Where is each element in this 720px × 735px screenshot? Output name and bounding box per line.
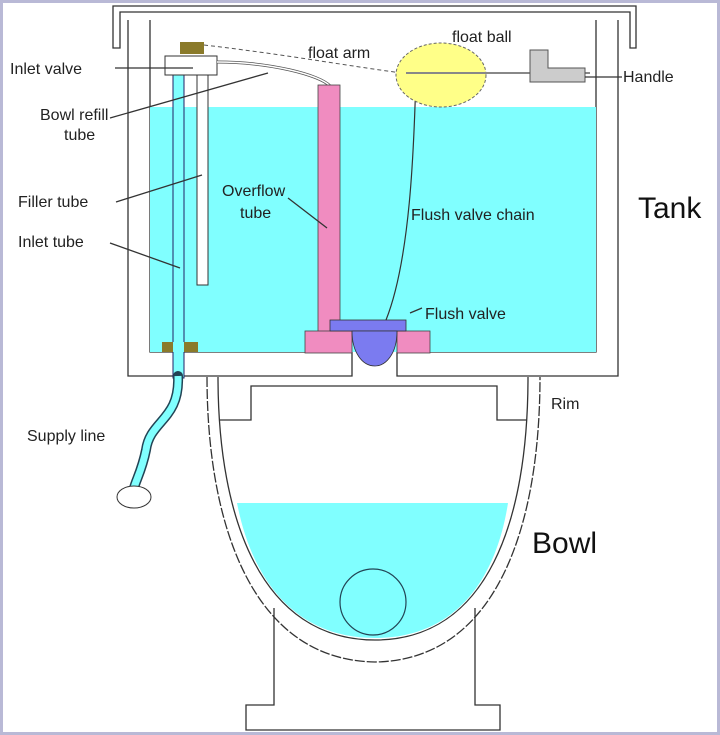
filler-tube: [196, 72, 209, 286]
rim: [220, 385, 527, 421]
overflow-tube: [317, 84, 341, 334]
supply-valve: [116, 485, 152, 509]
label-tank: Tank: [638, 192, 702, 225]
valve-seat-left: [304, 330, 353, 354]
bowl-outer: [206, 376, 541, 663]
label-rim: Rim: [551, 396, 579, 413]
flush-valve-chain: [385, 73, 417, 321]
label-float-arm: float arm: [308, 45, 370, 62]
inlet-valve-cap: [180, 42, 204, 54]
label-supply-line: Supply line: [27, 428, 105, 445]
flush-valve-plug: [351, 330, 398, 367]
label-bowl-refill-tube: Bowl refill: [40, 107, 108, 124]
label-overflow-tube: Overflow: [222, 183, 286, 200]
label-flush-valve-chain: Flush valve chain: [411, 207, 535, 224]
label-float-ball: float ball: [452, 29, 512, 46]
label-bowl: Bowl: [532, 527, 597, 560]
label-handle: Handle: [623, 69, 674, 86]
valve-seat-right: [396, 330, 431, 354]
inlet-tube: [172, 72, 185, 379]
bowl-drain: [339, 568, 407, 636]
bowl-water: [237, 503, 508, 638]
label-inlet-tube: Inlet tube: [18, 234, 84, 251]
flush-valve-flapper: [329, 319, 407, 332]
bowl-inner: [217, 376, 529, 641]
handle: [529, 49, 586, 83]
label-filler-tube: Filler tube: [18, 194, 88, 211]
label-overflow-tube-2: tube: [240, 205, 271, 222]
pedestal: [245, 608, 501, 731]
float-ball: [395, 42, 487, 108]
tank-water: [150, 107, 596, 352]
float-arm: [203, 44, 411, 75]
label-flush-valve: Flush valve: [425, 306, 506, 323]
leader-lines: [109, 67, 622, 314]
label-bowl-refill-tube-2: tube: [64, 127, 95, 144]
label-inlet-valve: Inlet valve: [10, 61, 82, 78]
inlet-valve-body: [164, 55, 218, 76]
tank-lid: [112, 5, 637, 49]
